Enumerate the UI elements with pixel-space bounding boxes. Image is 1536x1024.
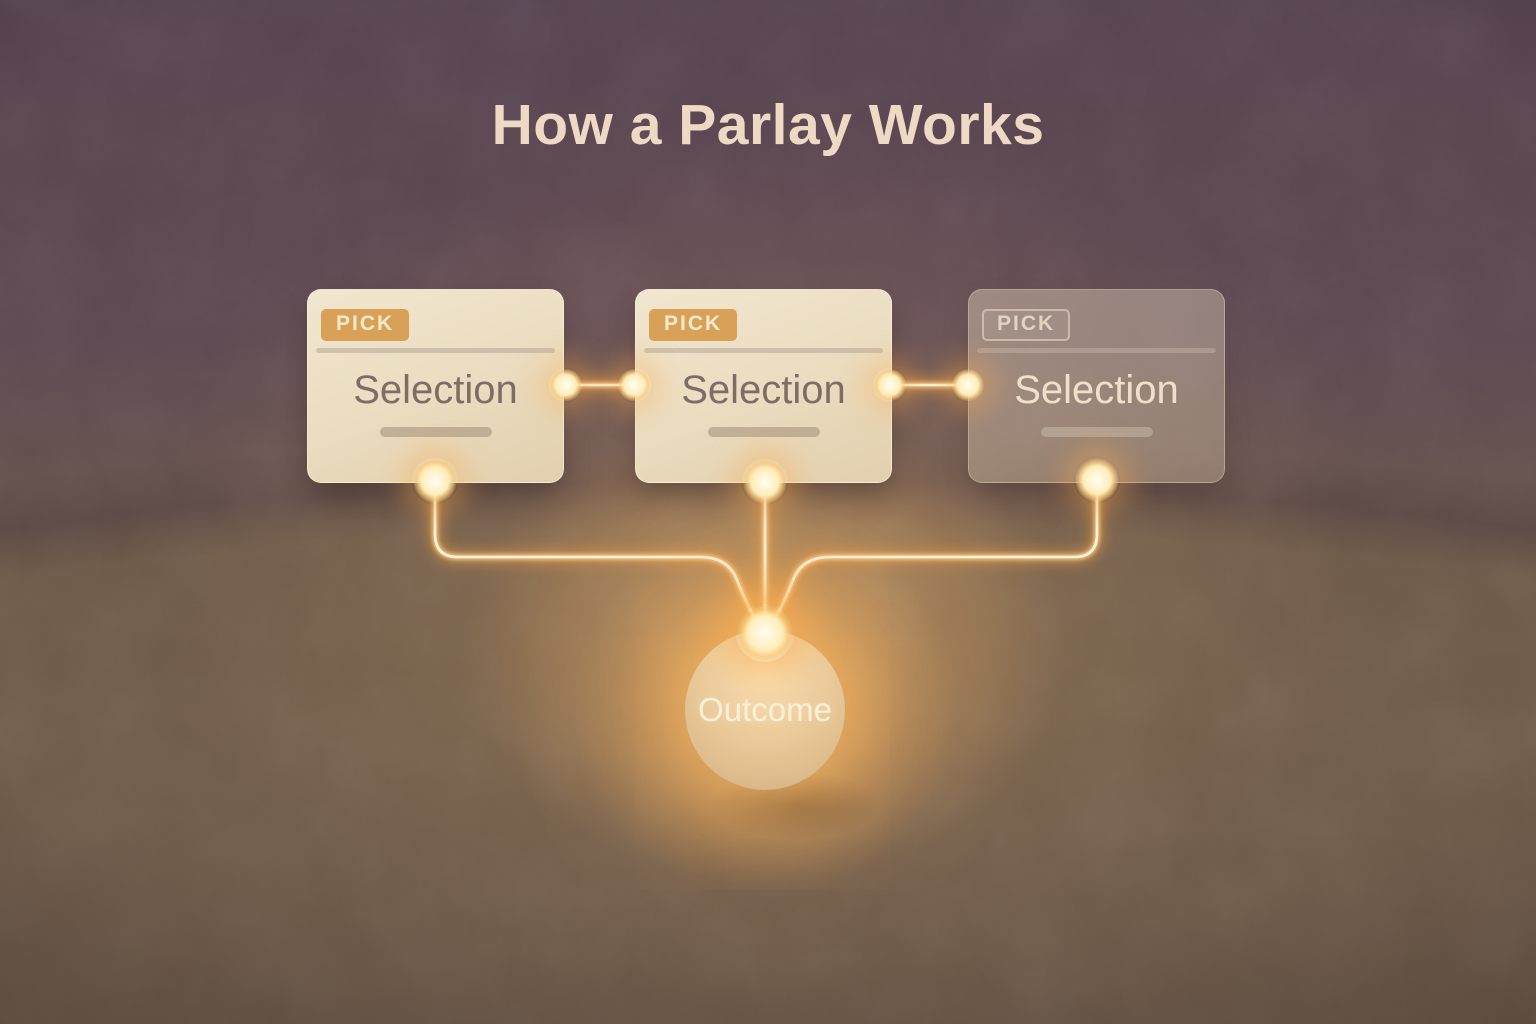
link-dot-card1-right — [549, 368, 583, 402]
card-divider — [977, 348, 1216, 353]
link-dot-outcome-top — [736, 604, 794, 662]
selection-card-1: PICK Selection — [307, 289, 564, 483]
link-dot-card1-bottom — [412, 458, 458, 504]
card-divider — [316, 348, 555, 353]
placeholder-pill — [707, 427, 820, 437]
pick-badge: PICK — [321, 309, 410, 341]
selection-label: Selection — [1014, 368, 1179, 412]
selection-label: Selection — [681, 368, 846, 412]
link-dot-card3-bottom — [1074, 457, 1120, 503]
page-title: How a Parlay Works — [491, 93, 1045, 157]
selection-card-3: PICK Selection — [968, 289, 1225, 483]
outcome-node: Outcome — [685, 630, 845, 790]
outcome-label: Outcome — [698, 691, 832, 728]
selection-card-2: PICK Selection — [635, 289, 892, 483]
pick-badge: PICK — [649, 309, 738, 341]
link-dot-card2-bottom — [742, 459, 788, 505]
placeholder-pill — [379, 427, 492, 437]
placeholder-pill — [1040, 427, 1153, 437]
pick-badge: PICK — [982, 309, 1071, 341]
link-dot-card2-left — [617, 368, 651, 402]
link-dot-card2-right — [873, 368, 907, 402]
link-dot-card3-left — [951, 368, 985, 402]
card-divider — [644, 348, 883, 353]
selection-label: Selection — [353, 368, 518, 412]
